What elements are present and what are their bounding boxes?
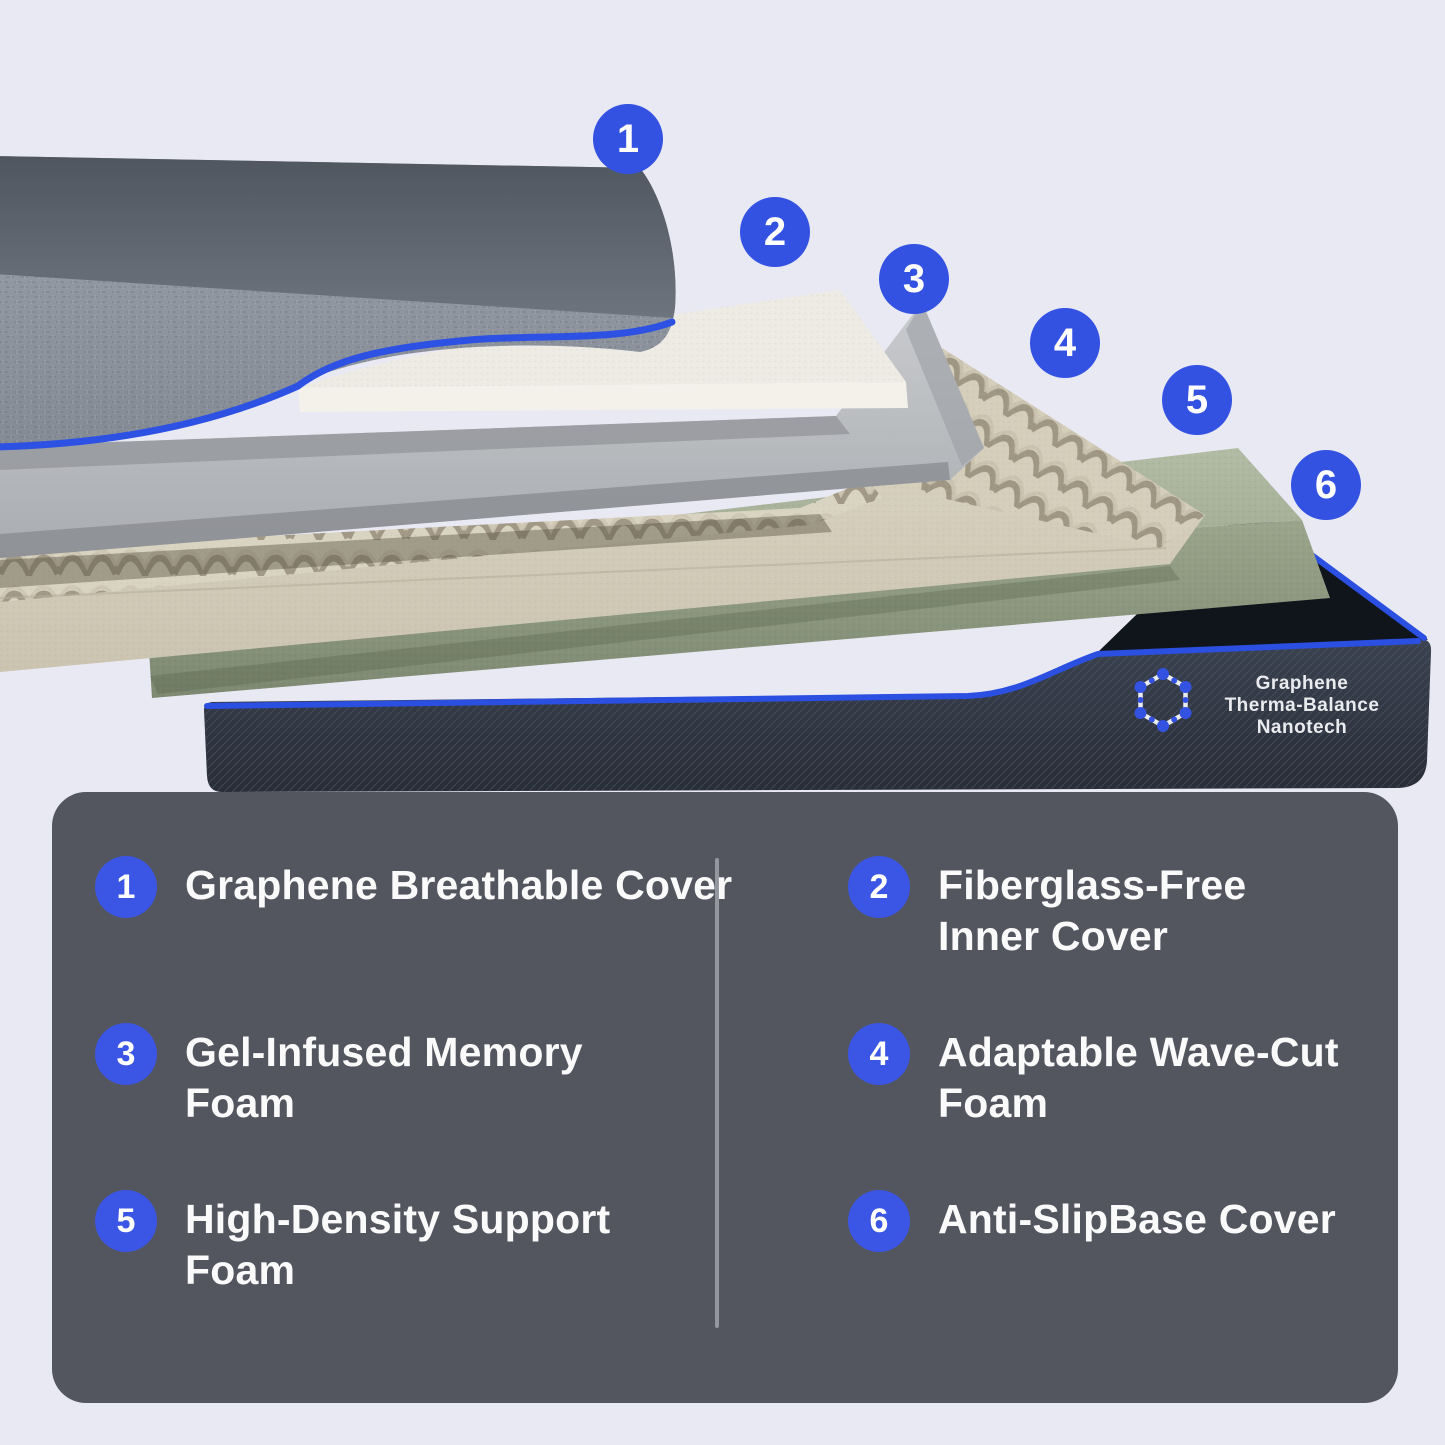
legend-item-1-label: Graphene Breathable Cover: [185, 862, 733, 908]
callout-3: 3: [879, 244, 949, 314]
callout-4-number: 4: [1053, 320, 1077, 365]
legend-item-1: 1 Graphene Breathable Cover: [95, 854, 848, 1021]
badge-line-2: Therma-Balance: [1225, 695, 1380, 716]
legend-item-5: 5 High-Density Support Foam: [95, 1188, 848, 1355]
legend-item-2: 2 Fiberglass-Free Inner Cover: [848, 854, 1368, 1021]
callout-5-number: 5: [1185, 377, 1209, 422]
mattress-exploded-illustration: Graphene Therma-Balance Nanotech: [0, 156, 1432, 792]
legend-column-divider: [715, 858, 719, 1328]
legend-item-6-badge: 6: [848, 1190, 910, 1252]
legend-item-4-label: Adaptable Wave-Cut Foam: [938, 1029, 1339, 1127]
legend-item-1-badge: 1: [95, 856, 157, 918]
legend-item-3: 3 Gel-Infused Memory Foam: [95, 1021, 848, 1188]
callout-3-number: 3: [902, 256, 926, 301]
legend-item-4: 4 Adaptable Wave-Cut Foam: [848, 1021, 1368, 1188]
layer-base-cover: [204, 505, 1432, 792]
legend-item-6-label: Anti-SlipBase Cover: [938, 1196, 1336, 1242]
callout-2: 2: [740, 197, 810, 267]
legend-item-5-badge: 5: [95, 1190, 157, 1252]
layer-graphene-cover: [0, 156, 676, 451]
legend-item-6: 6 Anti-SlipBase Cover: [848, 1188, 1368, 1355]
callout-1: 1: [593, 104, 663, 174]
callout-5: 5: [1162, 365, 1232, 435]
callout-1-number: 1: [616, 116, 640, 161]
graphene-hexagon-icon: [1134, 668, 1192, 732]
legend-item-4-badge: 4: [848, 1023, 910, 1085]
layer-memory-foam: [0, 302, 984, 558]
callout-4: 4: [1030, 308, 1100, 378]
callout-6: 6: [1291, 450, 1361, 520]
legend-grid: 1 Graphene Breathable Cover 2 Fiberglass…: [95, 854, 1368, 1355]
legend-item-2-badge: 2: [848, 856, 910, 918]
legend-panel: 1 Graphene Breathable Cover 2 Fiberglass…: [52, 792, 1398, 1403]
badge-line-1: Graphene: [1256, 673, 1349, 694]
legend-item-3-label: Gel-Infused Memory Foam: [185, 1029, 583, 1127]
graphene-badge: Graphene Therma-Balance Nanotech: [1134, 668, 1380, 738]
badge-line-3: Nanotech: [1257, 717, 1348, 738]
legend-item-5-label: High-Density Support Foam: [185, 1196, 611, 1294]
callout-2-number: 2: [763, 209, 787, 254]
legend-item-2-label: Fiberglass-Free Inner Cover: [938, 862, 1247, 960]
legend-item-3-badge: 3: [95, 1023, 157, 1085]
callout-6-number: 6: [1314, 462, 1338, 507]
